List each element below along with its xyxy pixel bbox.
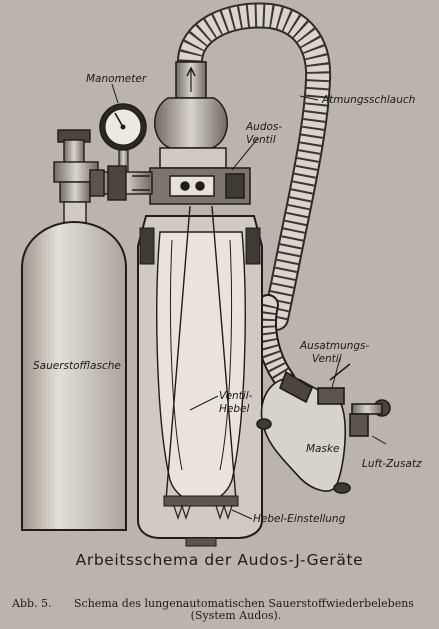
label-manometer: Manometer — [86, 73, 147, 85]
oxygen-cylinder — [21, 220, 127, 531]
manometer-gauge — [99, 103, 147, 175]
caption-number: Abb. 5. — [12, 597, 52, 610]
label-audos-ventil-2: Ventil — [246, 134, 276, 146]
breathing-bag-housing — [137, 205, 263, 547]
caption-title: Arbeitsschema der Audos-J-Geräte — [75, 551, 364, 569]
label-ausatmungs-2: Ventil — [312, 353, 342, 365]
label-luft-zusatz: Luft-Zusatz — [362, 458, 422, 470]
label-ausatmungs-1: Ausatmungs- — [299, 340, 370, 352]
label-audos-ventil-1: Audos- — [245, 121, 282, 133]
label-ventilhebel-1: Ventil- — [219, 390, 253, 402]
mask-hose — [255, 294, 296, 391]
caption-line-1: Schema des lungenautomatischen Sauerstof… — [74, 597, 414, 610]
label-sauerstofflasche: Sauerstofflasche — [33, 360, 121, 372]
caption-line-2: (System Audos). — [190, 609, 282, 622]
label-atmungsschlauch: Atmungsschlauch — [321, 94, 415, 106]
mask — [256, 363, 391, 494]
label-ventilhebel-2: Hebel — [219, 403, 249, 415]
manometer-leader — [111, 83, 119, 104]
breathing-hose — [177, 2, 332, 331]
label-hebel-einstellung: Hebel-Einstellung — [253, 513, 346, 525]
leader-lines — [189, 95, 387, 520]
figure-caption: Abb. 5. Schema des lungenautomatischen Sa… — [12, 598, 432, 622]
label-maske: Maske — [306, 443, 340, 455]
